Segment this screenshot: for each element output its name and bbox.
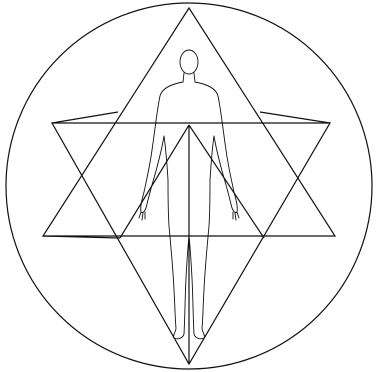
downward-tetrahedron <box>52 112 330 364</box>
figure-right-hand <box>233 212 239 220</box>
upward-right-edge <box>189 125 264 238</box>
figure-left-hand <box>139 212 145 220</box>
upward-center-edge <box>120 125 189 238</box>
downward-triangle-outline <box>52 123 330 364</box>
downward-top-left-edge <box>52 112 118 123</box>
downward-top-right-edge <box>260 112 330 123</box>
figure-head <box>180 50 198 74</box>
